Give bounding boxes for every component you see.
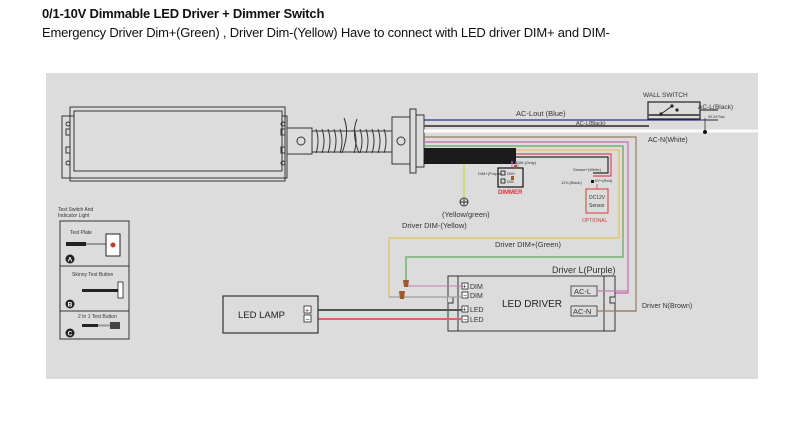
lamp-terminal-minus: − bbox=[306, 317, 310, 324]
flexible-conduit bbox=[312, 117, 392, 154]
driver-terminal-led-plus: LED bbox=[470, 307, 484, 314]
page-title: 0/1-10V Dimmable LED Driver + Dimmer Swi… bbox=[42, 6, 325, 21]
test-panel-heading: Test Switch And bbox=[58, 207, 94, 213]
label-dim-plus-purple: DIM+(Purple) bbox=[478, 171, 503, 176]
dc12v-sensor: DC12V Sensor bbox=[585, 188, 609, 214]
wire-bundle bbox=[388, 119, 766, 312]
svg-text:+: + bbox=[463, 307, 467, 314]
badge-a bbox=[65, 254, 75, 264]
label-0v-red: 0V+(Red) bbox=[595, 178, 613, 183]
label-voltage-range: 90-347Vac bbox=[708, 115, 725, 119]
label-driver-dim-minus: Driver DIM-(Yellow) bbox=[402, 221, 467, 230]
svg-text:−: − bbox=[463, 317, 467, 324]
driver-terminal-dim-minus: DIM bbox=[470, 293, 483, 300]
dimmer-terminal-dim-minus: DIM- bbox=[507, 180, 515, 184]
wire-nut-dim-plus bbox=[403, 280, 409, 287]
label-driver-n: Driver N(Brown) bbox=[642, 303, 692, 310]
label-ac-l-in: AC-L(Black) bbox=[698, 104, 733, 111]
test-panel-heading-2: Indicator Light bbox=[58, 213, 90, 219]
svg-text:C: C bbox=[68, 331, 73, 338]
dimmer-switch[interactable]: DIM+ DIM- bbox=[497, 167, 524, 188]
svg-text:−: − bbox=[463, 293, 467, 300]
label-driver-l: Driver L(Purple) bbox=[552, 265, 616, 275]
driver-terminal-led-minus: LED bbox=[470, 317, 484, 324]
led-lamp[interactable]: LED LAMP + − bbox=[222, 295, 319, 334]
page-subtitle: Emergency Driver Dim+(Green) , Driver Di… bbox=[42, 25, 610, 40]
label-ground: (Yellow/green) bbox=[442, 210, 490, 219]
svg-text:+: + bbox=[463, 284, 467, 291]
label-sensor-white: Sensor+(White) bbox=[573, 167, 602, 172]
wall-switch[interactable]: WALL SWITCH bbox=[643, 92, 718, 121]
label-ac-n: AC-N(White) bbox=[648, 137, 688, 144]
wire-driver-dim-minus-yellow bbox=[388, 149, 620, 297]
wiring-diagram-panel: (Yellow/green) Driver DIM-(Yellow) Drive… bbox=[46, 73, 766, 379]
wire-nut-dim-minus bbox=[399, 291, 405, 299]
led-driver-label: LED DRIVER bbox=[502, 299, 562, 310]
badge-b bbox=[65, 299, 75, 309]
label-dim-minus-gray: DIM-(Gray) bbox=[516, 160, 537, 165]
wire-sleeve bbox=[424, 148, 516, 164]
label-ac-lout: AC-Lout (Blue) bbox=[516, 109, 566, 118]
led-lamp-label: LED LAMP bbox=[238, 310, 285, 321]
sensor-optional-label: OPTIONAL bbox=[582, 218, 608, 224]
label-driver-dim-plus: Driver DIM+(Green) bbox=[495, 240, 562, 249]
wire-driver-dim-plus-green bbox=[405, 145, 624, 286]
label-12v-black: 12V-(Black) bbox=[561, 180, 582, 185]
lamp-terminal-plus: + bbox=[305, 308, 309, 315]
label-ac-l: AC-L(Black) bbox=[576, 121, 606, 127]
test-switch-panel: Test Plate A Skinny Test Button B 2 In 1… bbox=[59, 220, 130, 340]
ground-icon bbox=[459, 197, 469, 207]
badge-c bbox=[65, 328, 75, 338]
led-driver[interactable]: LED DRIVER + DIM − DIM + LED − LED AC-L … bbox=[447, 275, 616, 332]
driver-terminal-dim-plus: DIM bbox=[470, 284, 483, 291]
svg-text:B: B bbox=[68, 302, 73, 309]
wall-switch-label: WALL SWITCH bbox=[643, 92, 688, 99]
dimmer-label: DIMMER bbox=[498, 190, 523, 196]
svg-text:DC12V: DC12V bbox=[589, 195, 606, 201]
svg-text:A: A bbox=[68, 257, 73, 264]
driver-terminal-ac-n: AC-N bbox=[573, 307, 591, 316]
driver-terminal-ac-l: AC-L bbox=[574, 287, 591, 296]
emergency-driver-body bbox=[61, 106, 425, 182]
wiring-diagram: (Yellow/green) Driver DIM-(Yellow) Drive… bbox=[58, 92, 766, 340]
test-plate-label: Test Plate bbox=[70, 230, 92, 236]
svg-text:Sensor: Sensor bbox=[589, 203, 605, 209]
wire-driver-l-purple bbox=[424, 141, 629, 294]
2-in-1-test-button-label: 2 In 1 Test Button bbox=[78, 314, 117, 320]
dimmer-terminal-dim-plus: DIM+ bbox=[507, 172, 515, 176]
skinny-test-button-label: Skinny Test Button bbox=[72, 272, 114, 278]
